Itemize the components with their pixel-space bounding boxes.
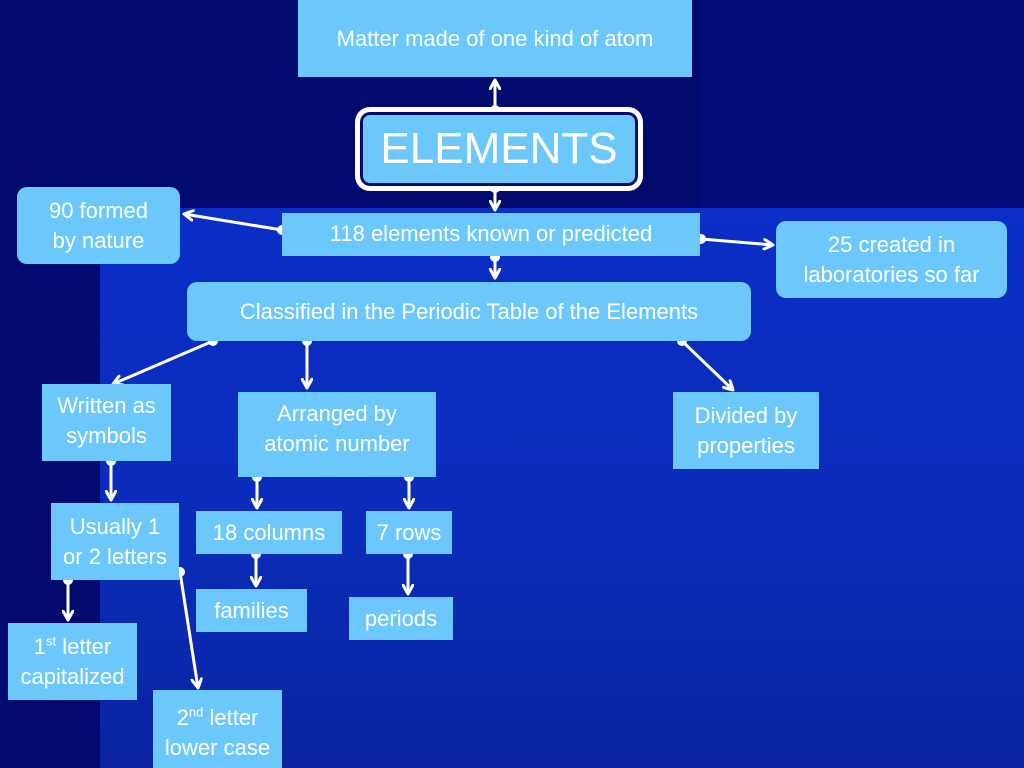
families-text: families [214,597,289,623]
symbols-line-2: symbols [66,423,147,448]
elements-title-box: ELEMENTS [358,110,640,188]
symbols-box: Written as symbols [42,384,171,461]
natural-elements-line-2: by nature [52,227,145,253]
second-letter-line-2: lower case [164,735,271,760]
known-elements-text: 118 elements known or predicted [329,221,653,246]
elements-title: ELEMENTS [380,124,618,173]
first-letter-line-1: 1st letter [34,632,111,662]
properties-box: Divided by properties [673,392,819,469]
second-letter-word: letter [203,705,259,730]
arrow-classified-to-symbols [113,339,214,384]
letters-line-2: or 2 letters [63,543,167,569]
lab-elements-box: 25 created in laboratories so far [776,221,1007,298]
definition-text: Matter made of one kind of atom [336,25,654,51]
periodic-table-text: Classified in the Periodic Table of the … [239,298,699,324]
atomic-number-box: Arranged by atomic number [238,392,436,477]
first-letter-word: letter [56,633,112,659]
periodic-table-box: Classified in the Periodic Table of the … [187,282,751,341]
arrow-known-to-lab [700,237,773,245]
natural-elements-box: 90 formed by nature [17,187,180,264]
atomic-number-line-1: Arranged by [277,401,397,426]
second-letter-box: 2nd letter lower case [153,690,282,768]
symbols-line-1: Written as [57,393,156,418]
letters-line-1: Usually 1 [69,513,161,539]
second-letter-line-1: 2nd letter [177,703,259,733]
atomic-number-line-2: atomic number [264,431,410,456]
rows-text: 7 rows [376,519,442,545]
properties-line-2: properties [697,432,795,458]
second-letter-ordinal: nd [188,704,204,720]
columns-text: 18 columns [212,519,326,545]
lab-elements-line-1: 25 created in [827,231,956,257]
families-box: families [196,589,307,632]
arrow-letters-to-second [178,571,198,688]
first-letter-line-2: capitalized [20,663,125,689]
properties-line-1: Divided by [694,402,798,428]
arrow-known-to-nature [184,214,283,232]
definition-box: Matter made of one kind of atom [298,0,692,77]
periods-text: periods [364,605,438,631]
second-letter-number: 2 [176,705,189,730]
known-elements-box: 118 elements known or predicted [282,213,700,256]
lab-elements-line-2: laboratories so far [803,261,980,287]
background-panel-top-right [700,0,1024,208]
first-letter-ordinal: st [46,633,57,649]
first-letter-number: 1 [33,633,47,659]
periods-box: periods [349,597,453,640]
letters-box: Usually 1 or 2 letters [51,503,179,580]
natural-elements-line-1: 90 formed [48,197,149,223]
columns-box: 18 columns [196,511,342,554]
first-letter-box: 1st letter capitalized [8,623,137,700]
arrow-classified-to-properties [680,339,733,390]
rows-box: 7 rows [366,511,452,554]
